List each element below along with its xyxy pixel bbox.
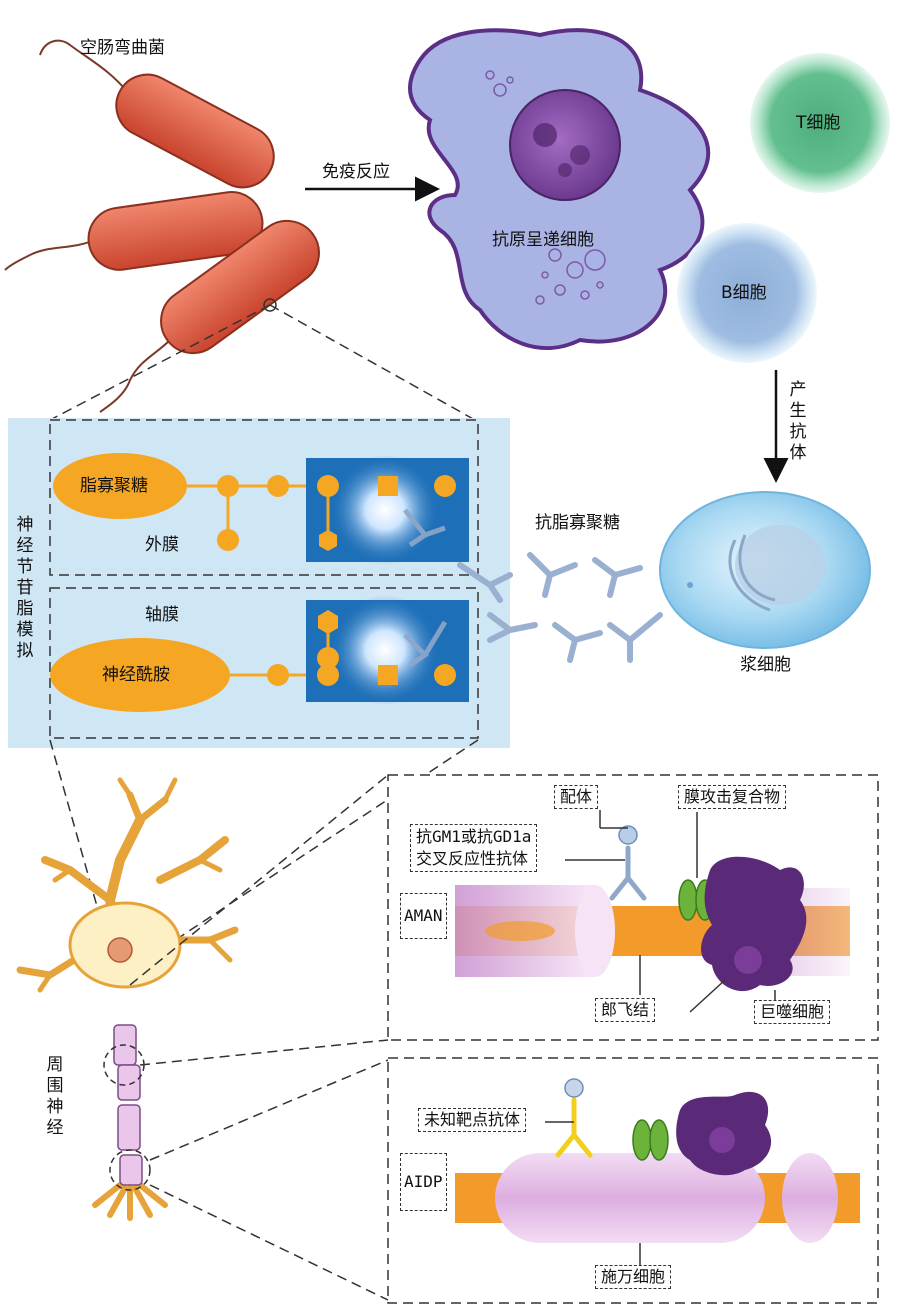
aman-label: AMAN (400, 893, 447, 939)
axon-segments (113, 1024, 143, 1186)
plasma-cell (659, 491, 871, 649)
antigen-presenting-cell (408, 28, 711, 350)
neuron (16, 777, 239, 1221)
free-antibodies (457, 552, 663, 663)
b-cell-label: B细胞 (721, 283, 767, 303)
aidp-antibody (555, 1097, 593, 1158)
produce-antibody-label: 产生抗体 (789, 380, 807, 463)
lps-ellipse (53, 453, 187, 519)
mac-label: 膜攻击复合物 (678, 785, 787, 809)
immune-response-label: 免疫反应 (322, 162, 390, 182)
apc-vesicles (485, 70, 606, 305)
bacteria-label: 空肠弯曲菌 (80, 38, 165, 58)
neuron-nucleus (107, 937, 133, 963)
axolemma-box (49, 587, 479, 739)
unknown-antibody-label: 未知靶点抗体 (418, 1108, 527, 1132)
apc-nucleus (509, 89, 621, 201)
aman-antibody (609, 845, 647, 901)
outer-membrane-label: 外膜 (145, 535, 179, 555)
anti-lps-label: 抗脂寡聚糖 (535, 513, 620, 533)
bacterium-3 (160, 219, 320, 355)
apc-label: 抗原呈递细胞 (492, 230, 594, 250)
b-cell (677, 223, 817, 363)
peripheral-nerve-label: 周围神经 (46, 1055, 64, 1138)
outer-membrane-box (49, 419, 479, 576)
bacteria-group (4, 39, 320, 413)
plasma-cell-label: 浆细胞 (740, 655, 791, 675)
mimicry-label: 神经节苷脂模拟 (16, 515, 34, 661)
schwann-cell-label: 施万细胞 (595, 1265, 672, 1289)
ganglioside-label: 神经酰胺 (102, 665, 170, 685)
cross-antibody-label: 抗GM1或抗GD1a 交叉反应性抗体 (410, 824, 538, 872)
ganglioside-ellipse (50, 638, 230, 712)
t-cell (750, 53, 890, 193)
aman-macrophage (701, 856, 807, 992)
bacterium-1 (115, 73, 275, 189)
zoom-circle (263, 298, 277, 312)
t-cell-label: T细胞 (796, 113, 841, 133)
ligand-label: 配体 (554, 785, 599, 809)
macrophage-label: 巨噬细胞 (754, 1000, 831, 1024)
node-of-ranvier-label: 郎飞结 (595, 998, 656, 1022)
bacterium-2 (87, 191, 264, 271)
aidp-schwann (495, 1153, 765, 1243)
axolemma-label: 轴膜 (145, 605, 179, 625)
lps-label: 脂寡聚糖 (80, 476, 148, 496)
aidp-label: AIDP (400, 1153, 447, 1211)
